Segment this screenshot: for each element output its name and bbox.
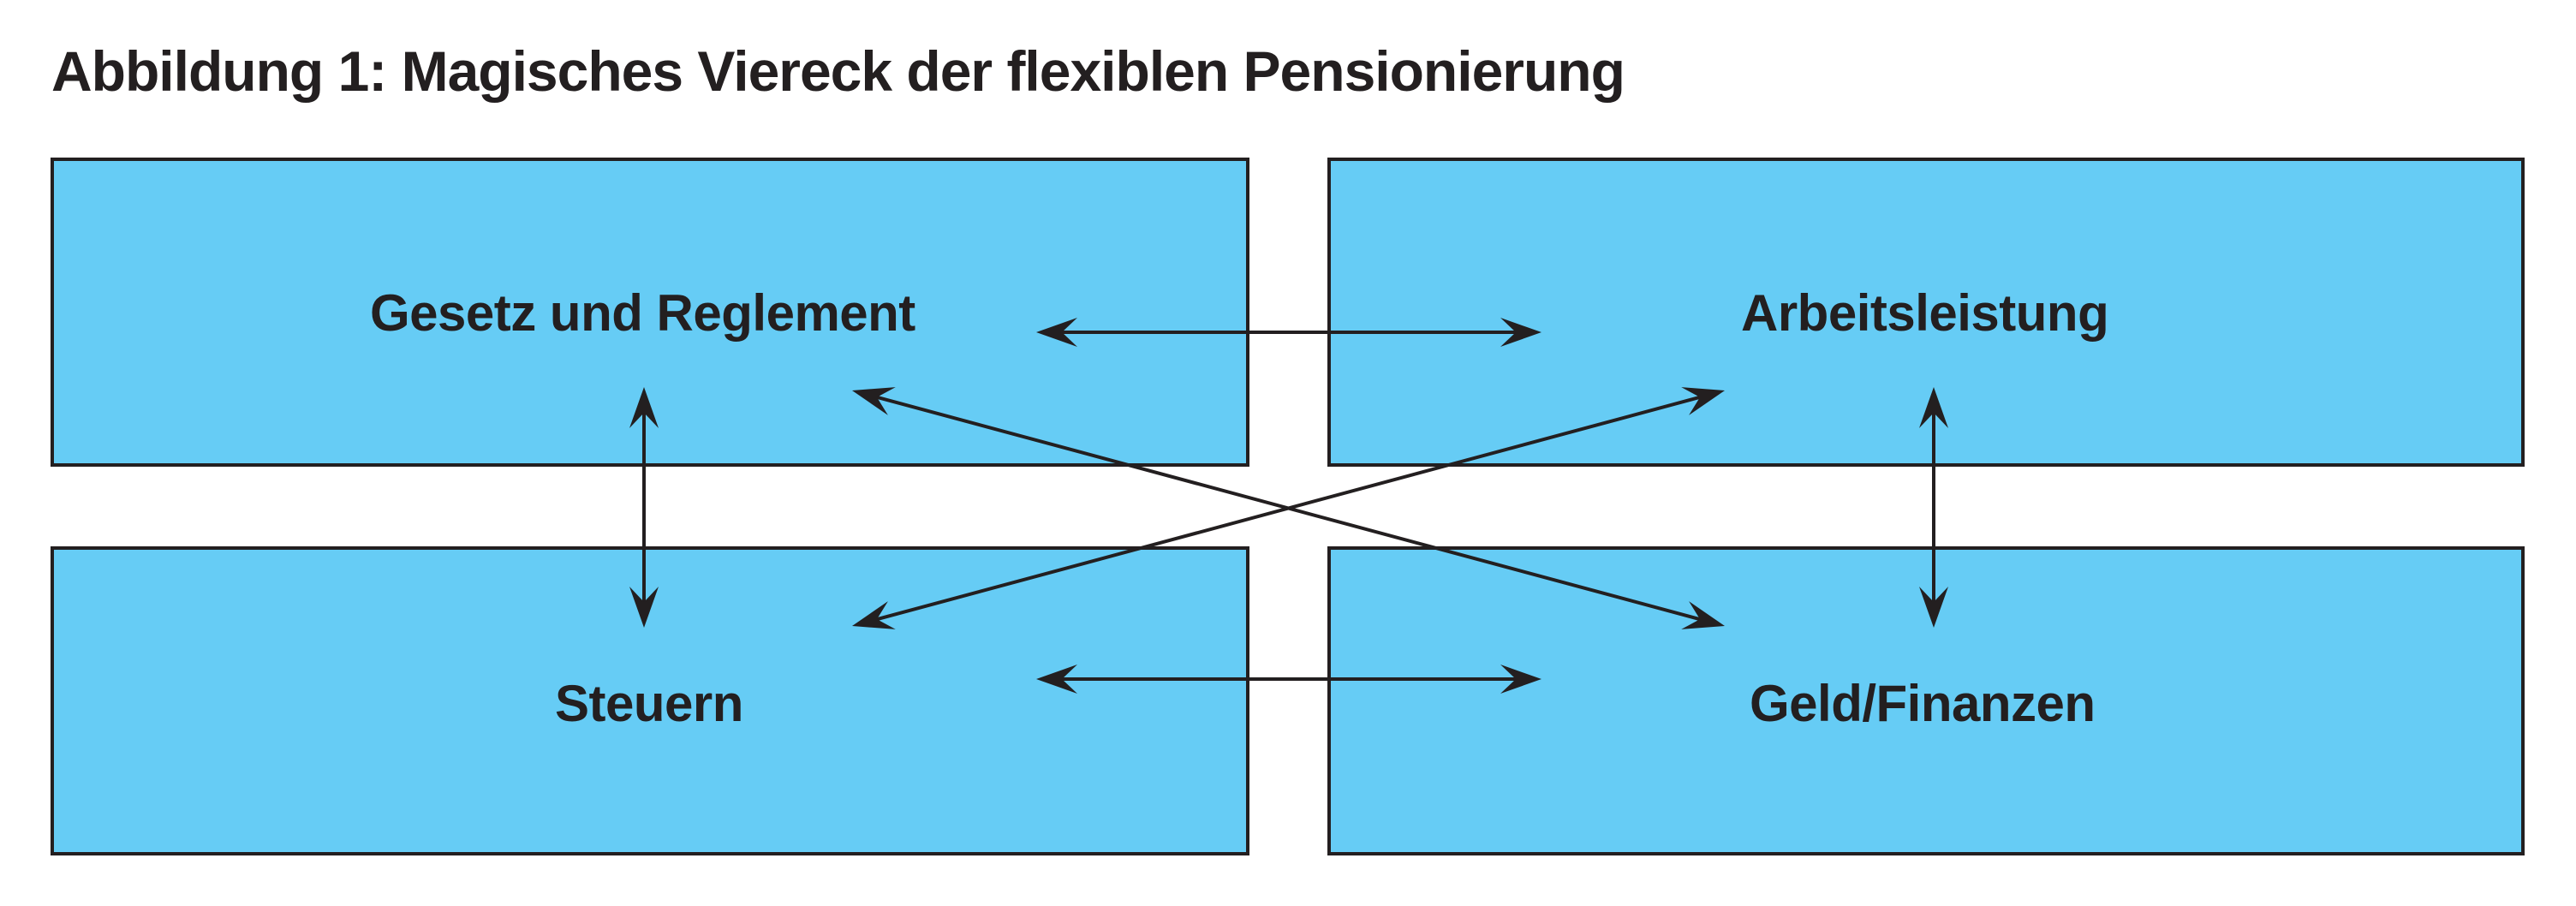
- label-gesetz-und-reglement: Gesetz und Reglement: [370, 284, 915, 342]
- label-geld-finanzen: Geld/Finanzen: [1750, 675, 2096, 732]
- label-arbeitsleistung: Arbeitsleistung: [1741, 284, 2109, 342]
- figure-title: Abbildung 1: Magisches Viereck der flexi…: [51, 39, 1625, 103]
- label-steuern: Steuern: [555, 675, 743, 732]
